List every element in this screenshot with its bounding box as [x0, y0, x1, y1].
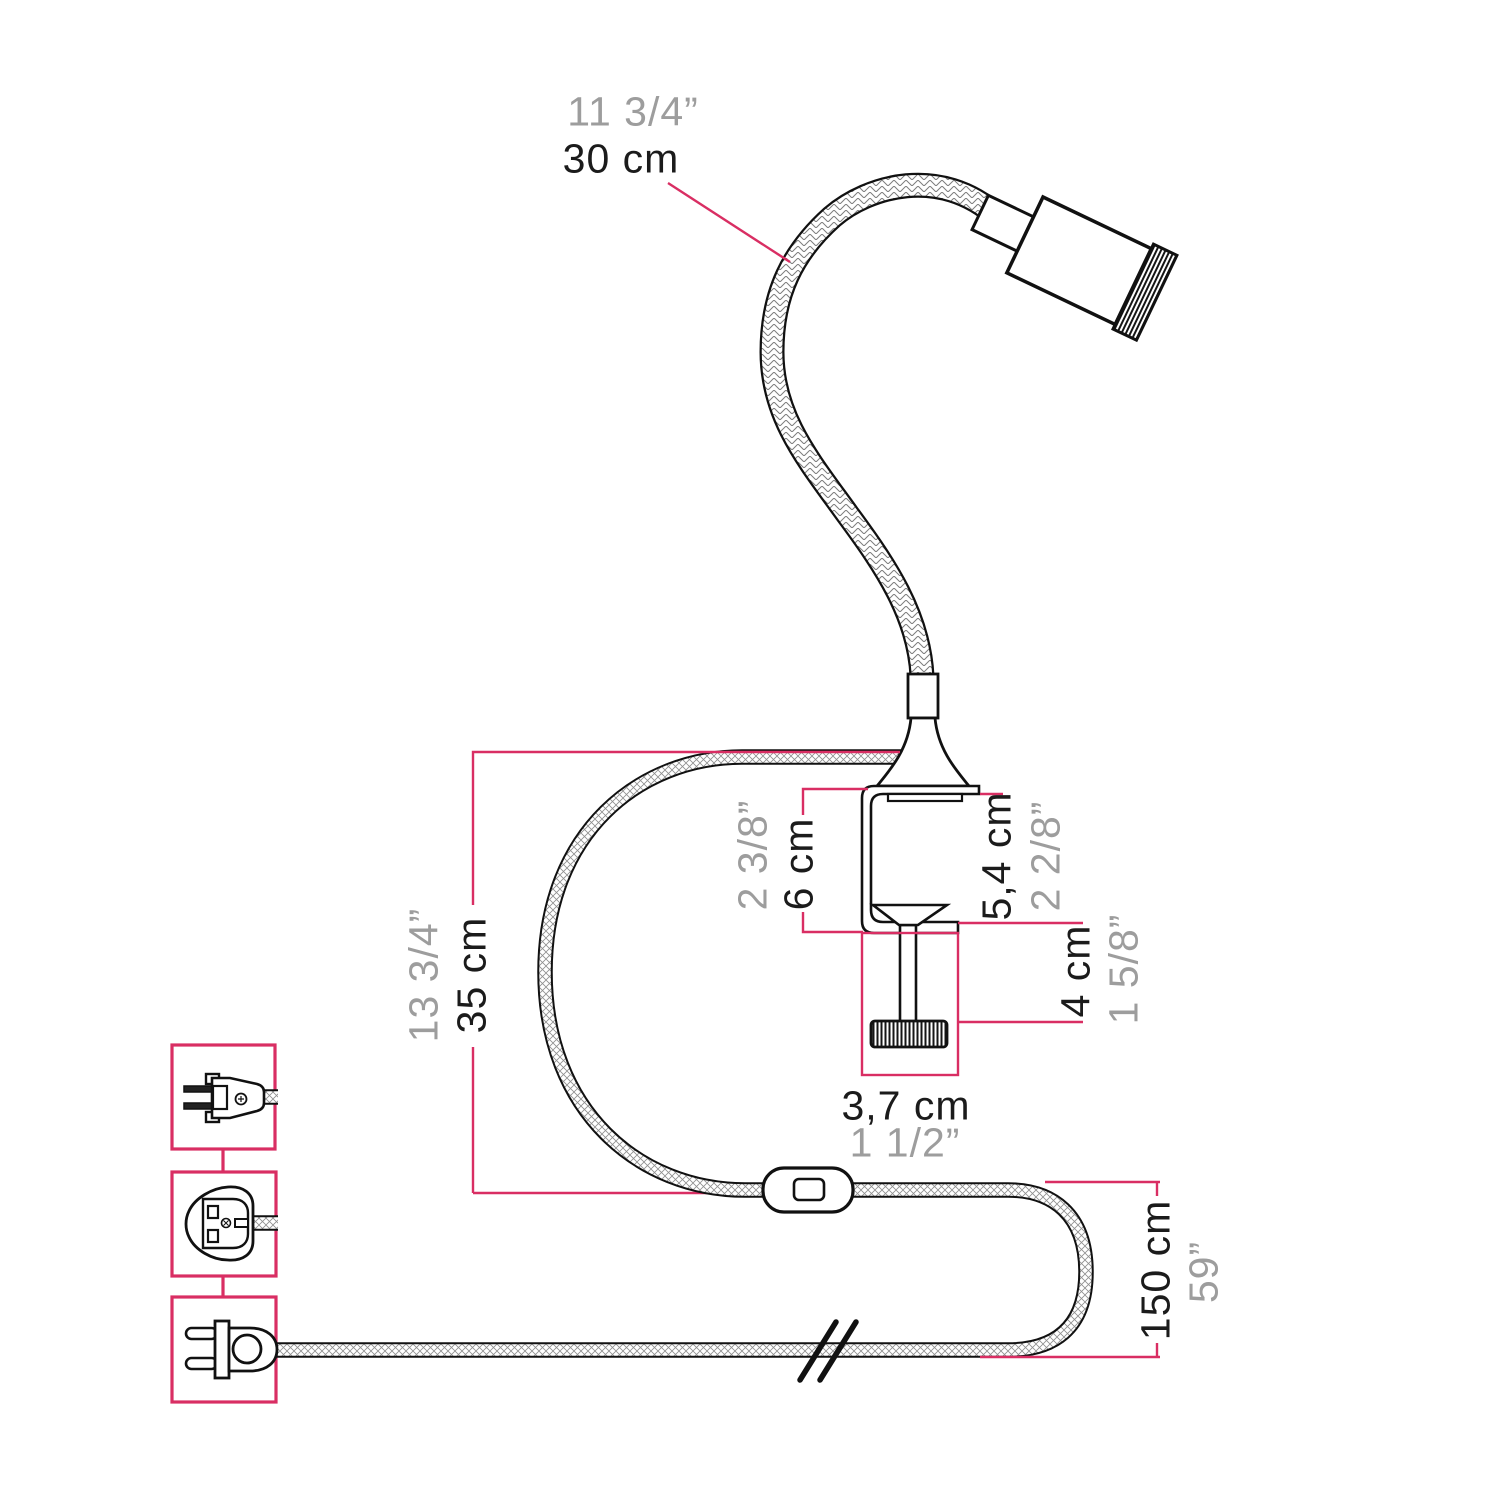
- dim-35cm-top: [471, 750, 900, 905]
- clamp-knob-icon: [869, 1019, 949, 1049]
- cord-cm-label: 150 cm: [1132, 1199, 1179, 1341]
- clamp-screw-shaft: [898, 923, 918, 1024]
- dim-3-7cm-box: [860, 931, 960, 1077]
- us-plug-icon: [183, 1072, 278, 1124]
- lamp-head: [970, 193, 1179, 343]
- cord-inches-label: 59”: [1180, 1240, 1227, 1304]
- flex-arm-cm-label: 30 cm: [562, 135, 680, 182]
- dim-6cm-top: [801, 787, 868, 815]
- mount: [874, 672, 972, 788]
- power-cord-lower: [266, 1182, 1094, 1358]
- gooseneck-arm: [759, 172, 1006, 677]
- clamp-body-inches-label: 2 2/8”: [1022, 800, 1069, 912]
- mount-collar: [906, 672, 940, 720]
- dimension-lines: [471, 181, 1160, 1359]
- clamp-lower-pad: [869, 903, 952, 927]
- cable-break-icon: [797, 1319, 859, 1383]
- clamp-top-pad: [886, 792, 964, 803]
- knob-inches-label: 1 1/2”: [849, 1119, 961, 1166]
- clamp-body-cm-label: 5,4 cm: [973, 791, 1020, 921]
- dim-30cm-leader: [667, 181, 791, 264]
- screw-cm-label: 4 cm: [1052, 924, 1099, 1018]
- lamp-body: [1004, 194, 1154, 327]
- drop-cm-label: 35 cm: [448, 916, 495, 1034]
- screw-inches-label: 1 5/8”: [1100, 913, 1147, 1025]
- drop-inches-label: 13 3/4”: [400, 907, 447, 1043]
- power-cord-upper: [537, 749, 930, 1198]
- clamp-opening-inches-label: 2 3/8”: [729, 799, 776, 911]
- uk-plug-icon: [184, 1185, 278, 1262]
- flex-arm-inches-label: 11 3/4”: [567, 88, 699, 135]
- switch-button-icon: [792, 1177, 826, 1202]
- clamp: [860, 784, 981, 1049]
- clamp-opening-cm-label: 6 cm: [775, 817, 822, 911]
- inline-switch: [761, 1166, 855, 1214]
- knob-cm-label: 3,7 cm: [841, 1082, 971, 1129]
- dim-6cm-bottom: [801, 912, 863, 934]
- eu-plug-icon: [184, 1319, 279, 1380]
